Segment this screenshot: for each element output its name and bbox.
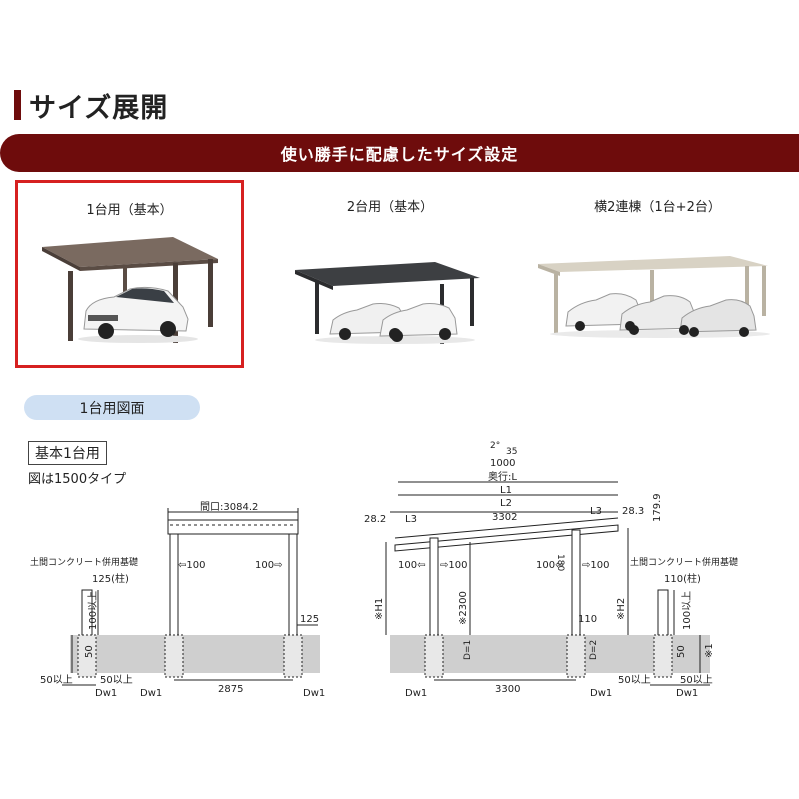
front-foundation-label: 土間コンクリート併用基礎 bbox=[30, 556, 138, 568]
option-1-car-carport[interactable]: 1台用（基本） bbox=[15, 180, 244, 368]
front-span: 2875 bbox=[218, 684, 243, 695]
carport-1-car-image bbox=[42, 237, 218, 343]
side-d2: D=2 bbox=[589, 640, 599, 660]
side-dw1-a: Dw1 bbox=[405, 688, 427, 699]
side-arrow-100-l: 100⇦ bbox=[398, 560, 425, 571]
front-arrow-right: 100⇨ bbox=[255, 560, 282, 571]
front-right-50: 50以上 bbox=[100, 674, 133, 686]
front-left-50: 50以上 bbox=[40, 674, 73, 686]
section-pill: 1台用図面 bbox=[24, 395, 200, 420]
side-h2: ※H2 bbox=[616, 598, 627, 620]
side-l3-a: L3 bbox=[405, 514, 417, 525]
carport-double-image bbox=[538, 256, 770, 338]
option-side-by-side-carport[interactable]: 横2連棟（1台+2台） bbox=[530, 180, 785, 368]
side-depth: 奥行:L bbox=[488, 470, 517, 483]
side-right-28: 28.3 bbox=[622, 506, 644, 517]
technical-drawing: 間口:3084.2 ⇦100 100⇨ 125 2875 土間コンクリート併用基… bbox=[30, 441, 738, 699]
section-title-text: サイズ展開 bbox=[29, 92, 169, 124]
side-left-28: 28.2 bbox=[364, 514, 386, 525]
side-angle-35: 35 bbox=[506, 447, 517, 457]
drawing-note: 図は1500タイプ bbox=[28, 472, 127, 487]
side-dw1-b: Dw1 bbox=[590, 688, 612, 699]
front-dw1-b: Dw1 bbox=[140, 688, 162, 699]
side-dw1-c: Dw1 bbox=[676, 688, 698, 699]
side-pillar: 110(柱) bbox=[664, 572, 701, 585]
side-d1: D=1 bbox=[463, 640, 473, 660]
drawing-type-box: 基本1台用 bbox=[28, 441, 107, 465]
side-depth-100: 100以上 bbox=[681, 591, 693, 630]
side-d3302: 3302 bbox=[492, 512, 517, 523]
option-label: 1台用（基本） bbox=[86, 203, 173, 218]
front-opening: 間口:3084.2 bbox=[200, 501, 258, 513]
side-right-50: 50以上 bbox=[680, 674, 713, 686]
side-arrow-100-r2: ⇨100 bbox=[582, 560, 609, 571]
side-h2300: ※2300 bbox=[458, 591, 469, 625]
side-l2: L2 bbox=[500, 498, 512, 509]
side-v180: 180 bbox=[555, 554, 565, 571]
side-h179: 179.9 bbox=[652, 493, 663, 522]
side-d50: 50 bbox=[676, 645, 687, 658]
side-l3-b: L3 bbox=[590, 506, 602, 517]
side-arrow-100-r: 100⇦ bbox=[536, 560, 563, 571]
front-d50: 50 bbox=[84, 645, 95, 658]
side-left-50: 50以上 bbox=[618, 674, 651, 686]
side-arrow-100-l2: ⇨100 bbox=[440, 560, 467, 571]
front-depth-100: 100以上 bbox=[87, 591, 99, 630]
front-post-125: 125 bbox=[300, 614, 319, 625]
option-label: 2台用（基本） bbox=[346, 200, 434, 215]
front-arrow-left: ⇦100 bbox=[178, 560, 205, 571]
side-l1: L1 bbox=[500, 485, 512, 496]
carport-2-car-image bbox=[295, 262, 480, 344]
size-banner: 使い勝手に配慮したサイズ設定 bbox=[0, 134, 799, 172]
side-star1: ※1 bbox=[704, 643, 715, 658]
side-span: 3300 bbox=[495, 684, 520, 695]
front-dw1-c: Dw1 bbox=[303, 688, 325, 699]
option-2-car-carport[interactable]: 2台用（基本） bbox=[275, 180, 505, 368]
title-accent-bar bbox=[14, 90, 21, 120]
option-label: 横2連棟（1台+2台） bbox=[594, 200, 721, 215]
side-h1: ※H1 bbox=[374, 598, 385, 620]
ground-band-front bbox=[70, 635, 320, 673]
side-foundation-label: 土間コンクリート併用基礎 bbox=[630, 556, 738, 568]
side-view bbox=[385, 481, 710, 686]
section-title: サイズ展開 bbox=[14, 88, 169, 124]
front-dw1-a: Dw1 bbox=[95, 688, 117, 699]
side-v110: 110 bbox=[578, 614, 597, 625]
front-pillar: 125(柱) bbox=[92, 572, 129, 585]
side-v1000: 1000 bbox=[490, 458, 515, 469]
front-view bbox=[62, 508, 318, 686]
side-angle-top: 2° bbox=[490, 441, 500, 451]
